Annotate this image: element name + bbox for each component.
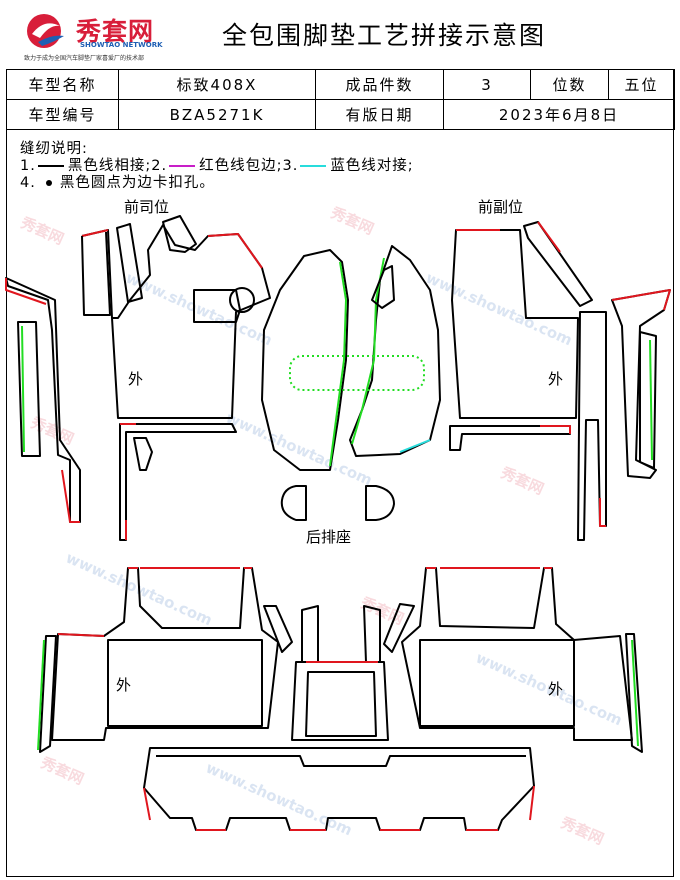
rear-back-inner bbox=[156, 755, 526, 767]
driver-side-bar bbox=[133, 437, 153, 471]
diagram-frame bbox=[6, 69, 674, 877]
console-right-tab bbox=[371, 265, 395, 309]
logo-mark-icon bbox=[27, 14, 64, 48]
value-pattern-date: 2023年6月8日 bbox=[443, 99, 675, 130]
driver-inner-strip-green bbox=[21, 325, 25, 453]
legend-item2-prefix: 2. bbox=[151, 158, 168, 174]
logo-text: 秀套网 bbox=[76, 17, 155, 46]
label-model-code: 车型编号 bbox=[6, 99, 119, 130]
rear-back-strip bbox=[143, 747, 535, 831]
console-left bbox=[261, 249, 349, 471]
page-title: 全包围脚垫工艺拼接示意图 bbox=[222, 21, 547, 50]
driver-side-strip bbox=[5, 277, 81, 523]
rear-right-tab bbox=[383, 603, 415, 653]
label-outer: 外 bbox=[116, 676, 132, 694]
rear-center-top bbox=[301, 605, 381, 663]
passenger-inner-green bbox=[649, 339, 653, 461]
rear-left-green bbox=[37, 639, 45, 751]
legend-row-2: 4. 黑色圆点为边卡扣孔。 bbox=[20, 175, 414, 192]
legend-item1-text: 黑色线相接; bbox=[67, 158, 152, 174]
console-right-cyan bbox=[399, 439, 431, 453]
center-pieces bbox=[261, 245, 441, 521]
passenger-side-bar bbox=[577, 311, 607, 541]
value-model-name: 标致408X bbox=[118, 69, 316, 100]
legend-row-1: 1. 黑色线相接;2. 红色线包边;3. 蓝色线对接; bbox=[20, 158, 414, 175]
label-outer: 外 bbox=[128, 370, 144, 388]
legend-item4-prefix: 4. bbox=[20, 175, 36, 191]
driver-floor bbox=[81, 224, 271, 419]
driver-tab-right bbox=[162, 215, 197, 253]
center-pad-right bbox=[365, 485, 395, 521]
table-row: 车型编号 BZA5271K 有版日期 2023年6月8日 bbox=[6, 99, 675, 130]
driver-top-panel bbox=[81, 231, 111, 316]
rear-back-red bbox=[143, 785, 535, 831]
info-table: 车型名称 标致408X 成品件数 3 位数 五位 车型编号 BZA5271K 有… bbox=[6, 69, 675, 130]
rear-pieces bbox=[37, 567, 643, 831]
header: 秀套网 SHOWTAO NETWORK 致力于成为全国汽车脚垫厂家喜爱厂的技术部… bbox=[0, 0, 680, 70]
rear-right-floor bbox=[401, 567, 633, 741]
passenger-lower-red bbox=[540, 425, 571, 434]
driver-heel-pad bbox=[193, 289, 241, 323]
cyan-line-icon bbox=[300, 165, 327, 167]
label-rear-seat: 后排座 bbox=[306, 528, 352, 546]
driver-heel-round bbox=[229, 287, 255, 313]
front-driver-pieces bbox=[5, 215, 271, 541]
rear-left-tab bbox=[263, 605, 293, 653]
rear-left-inner bbox=[107, 639, 263, 727]
driver-inner-strip bbox=[17, 321, 41, 457]
legend-heading: 缝纫说明: bbox=[20, 141, 88, 157]
legend: 缝纫说明: 1. 黑色线相接;2. 红色线包边;3. 蓝色线对接; 4. 黑色圆点为边卡… bbox=[20, 141, 414, 192]
logo-slogan: 致力于成为全国汽车脚垫厂家喜爱厂的技术部 bbox=[24, 55, 145, 62]
console-right-green bbox=[351, 257, 385, 445]
center-pad-left bbox=[280, 485, 307, 521]
label-outer: 外 bbox=[548, 370, 564, 388]
console-right bbox=[349, 245, 441, 457]
driver-lower-strip bbox=[119, 423, 237, 541]
logo-en: SHOWTAO NETWORK bbox=[80, 41, 163, 49]
front-passenger-pieces bbox=[449, 221, 671, 541]
driver-floor-red bbox=[81, 229, 263, 269]
label-pattern-date: 有版日期 bbox=[315, 99, 444, 130]
legend-item4-text: 黑色圆点为边卡扣孔。 bbox=[59, 175, 215, 191]
rear-left-side bbox=[39, 635, 57, 753]
label-seats: 位数 bbox=[530, 69, 609, 100]
label-front-driver: 前司位 bbox=[124, 198, 170, 216]
label-front-passenger: 前副位 bbox=[478, 198, 524, 216]
passenger-floor bbox=[451, 229, 579, 419]
logo: 秀套网 SHOWTAO NETWORK 致力于成为全国汽车脚垫厂家喜爱厂的技术部 bbox=[22, 8, 182, 64]
passenger-side-bar-red bbox=[599, 498, 606, 527]
legend-item3-prefix: 3. bbox=[282, 158, 299, 174]
black-line-icon bbox=[37, 165, 64, 167]
passenger-top-strip-red bbox=[537, 221, 561, 253]
passenger-outer-red bbox=[611, 289, 671, 311]
rear-left-red bbox=[57, 567, 252, 637]
rear-right-side bbox=[625, 633, 643, 753]
legend-item1-prefix: 1. bbox=[20, 158, 36, 174]
purple-line-icon bbox=[169, 165, 196, 167]
passenger-inner-strip bbox=[639, 331, 657, 469]
label-outer: 外 bbox=[548, 680, 564, 698]
driver-side-strip-red bbox=[5, 278, 80, 523]
rear-right-inner bbox=[419, 639, 575, 727]
rear-left-floor bbox=[51, 567, 279, 741]
rear-right-green bbox=[631, 639, 639, 747]
value-model-code: BZA5271K bbox=[118, 99, 316, 130]
console-dotted-outline bbox=[289, 355, 425, 391]
driver-tab-left bbox=[116, 223, 143, 303]
legend-item3-text: 蓝色线对接; bbox=[330, 158, 414, 174]
black-dot-icon bbox=[45, 180, 52, 186]
legend-item2-text: 红色线包边; bbox=[199, 158, 283, 174]
value-seats: 五位 bbox=[608, 69, 675, 100]
passenger-lower-strip bbox=[449, 425, 571, 451]
console-left-green bbox=[329, 261, 347, 467]
passenger-top-strip bbox=[523, 221, 593, 307]
rear-center-inner bbox=[305, 671, 377, 737]
driver-lower-strip-red bbox=[120, 423, 136, 540]
